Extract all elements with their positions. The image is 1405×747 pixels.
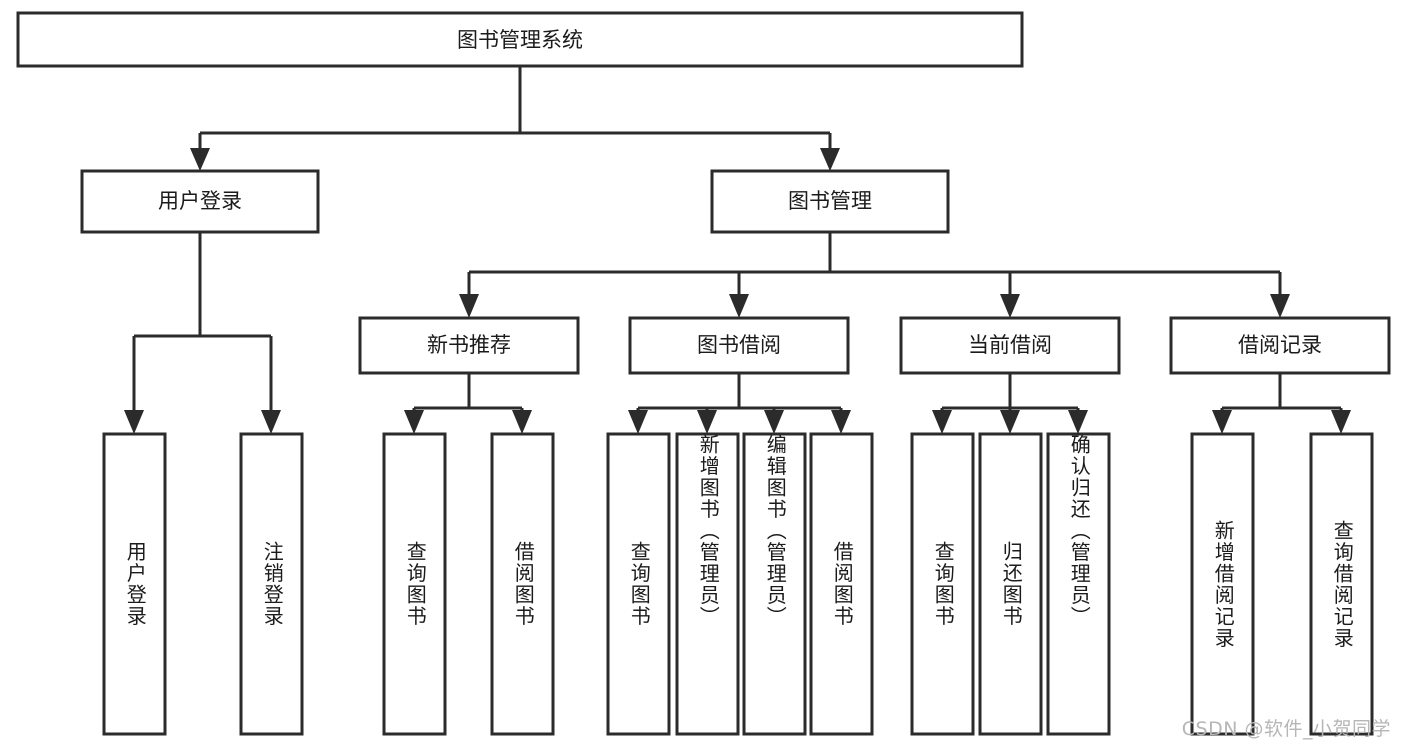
node-book-management[interactable]: 图书管理 (710, 169, 950, 234)
leaf-box-book-borrow-2[interactable] (742, 432, 807, 736)
leaf-boxes-user-login (102, 432, 304, 736)
leaf-box-book-borrow-3[interactable] (809, 432, 874, 736)
node-borrow-record[interactable]: 借阅记录 (1169, 316, 1391, 375)
leaf-box-current-borrow-0[interactable] (910, 432, 975, 736)
node-label-new-book-recommend: 新书推荐 (427, 333, 511, 357)
leaf-boxes-new-book-recommend (382, 432, 555, 736)
leaf-boxes-current-borrow (910, 432, 1111, 736)
node-label-root: 图书管理系统 (457, 28, 583, 52)
node-user-login[interactable]: 用户登录 (80, 169, 320, 234)
leaf-box-new-book-0[interactable] (382, 432, 447, 736)
node-new-book-recommend[interactable]: 新书推荐 (358, 316, 580, 375)
node-current-borrow[interactable]: 当前借阅 (899, 316, 1121, 375)
node-label-user-login: 用户登录 (158, 189, 242, 213)
node-book-borrow[interactable]: 图书借阅 (628, 316, 850, 375)
leaf-box-user-login-0[interactable] (102, 432, 167, 736)
leaf-boxes-book-borrow (606, 432, 874, 736)
leaf-boxes-borrow-record (1190, 432, 1374, 736)
node-label-borrow-record: 借阅记录 (1238, 333, 1322, 357)
connectors-borrowrecord-to-leaves (1212, 373, 1351, 434)
connectors-userlogin-to-leaves (124, 232, 281, 434)
leaf-box-user-login-1[interactable] (239, 432, 304, 736)
node-label-current-borrow: 当前借阅 (968, 333, 1052, 357)
leaf-box-borrow-record-1[interactable] (1309, 432, 1374, 736)
node-root-book-management-system[interactable]: 图书管理系统 (16, 11, 1024, 68)
connectors-root-to-level2 (190, 66, 840, 171)
leaf-box-borrow-record-0[interactable] (1190, 432, 1255, 736)
leaf-box-book-borrow-1[interactable] (675, 432, 740, 736)
leaf-box-book-borrow-0[interactable] (606, 432, 671, 736)
leaf-box-current-borrow-2[interactable] (1046, 432, 1111, 736)
connectors-newbook-to-leaves (404, 373, 532, 434)
connectors-bookborrow-to-leaves (628, 373, 851, 434)
watermark-text: CSDN @软件_小贺同学 (1181, 718, 1391, 740)
node-label-book-borrow: 图书借阅 (697, 333, 781, 357)
leaf-box-current-borrow-1[interactable] (978, 432, 1043, 736)
connectors-currentborrow-to-leaves (932, 373, 1088, 434)
leaf-box-new-book-1[interactable] (490, 432, 555, 736)
node-label-book-management: 图书管理 (788, 189, 872, 213)
connectors-level2-booksmgmt-to-level3 (459, 232, 1290, 318)
